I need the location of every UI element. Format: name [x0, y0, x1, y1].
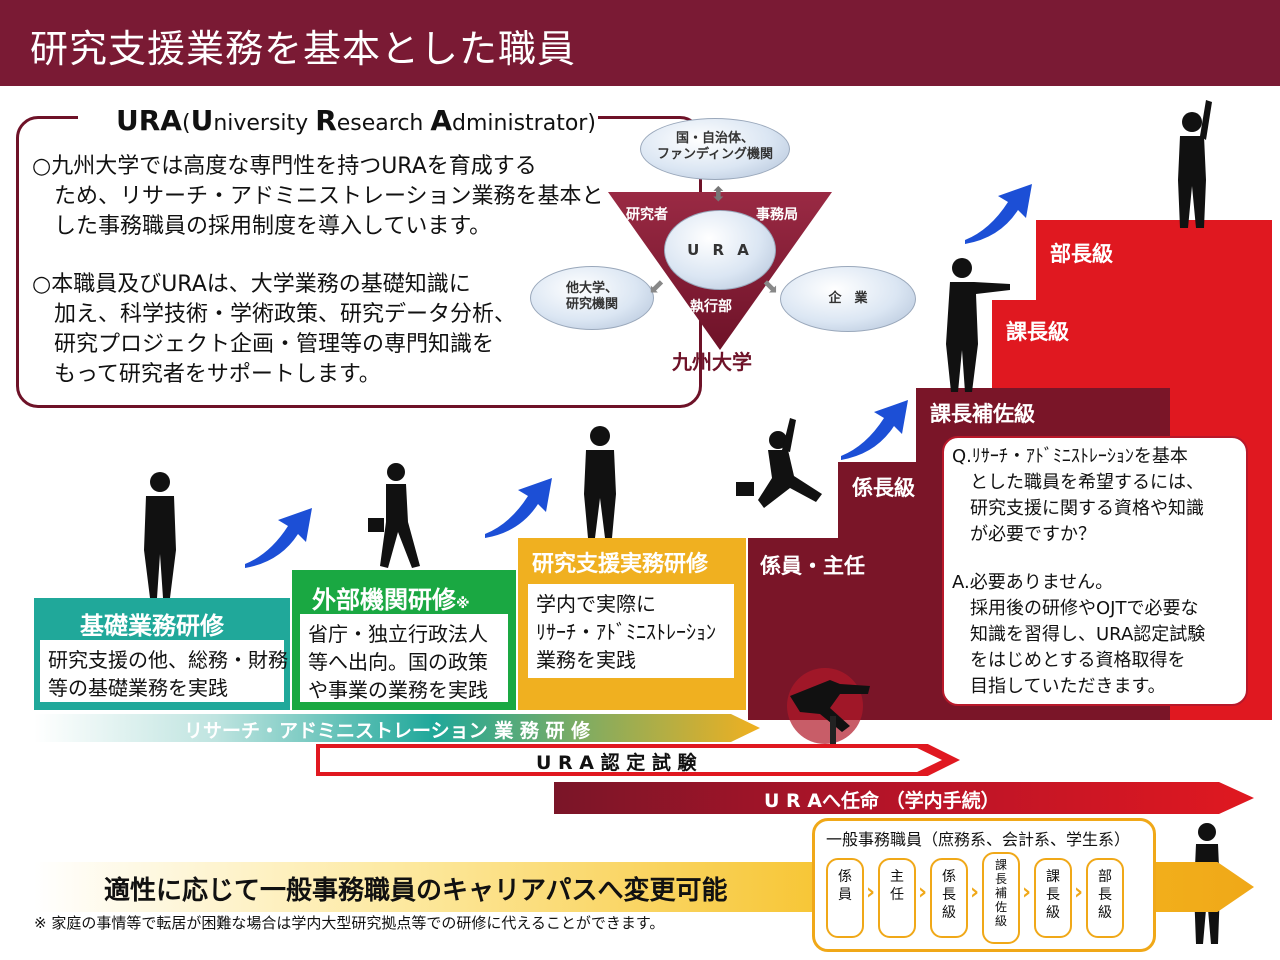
external-training-title: 外部機関研修※ [312, 586, 470, 614]
external-training-body: 省庁・独立行政法人 等へ出向。国の政策 や事業の業務を実践 [300, 614, 508, 702]
career-step-department-manager: 部長級 [1086, 858, 1124, 938]
office-label: 事務局 [756, 207, 798, 223]
researcher-label: 研究者 [626, 207, 668, 223]
footnote: ※ 家庭の事情等で転居が困難な場合は学内大型研究拠点等での研修に代えることができ… [34, 914, 665, 932]
university-label: 九州大学 [672, 350, 752, 374]
ura-paragraph-1: ○九州大学では高度な専門性を持つURAを育成する ため、リサーチ・アドミニストレ… [32, 154, 604, 239]
assistant-manager-label: 課長補佐級 [930, 402, 1035, 426]
phone-woman-silhouette [584, 426, 616, 538]
pointing-woman-silhouette [946, 258, 1010, 392]
arrow-left-icon: ⬋ [648, 274, 665, 298]
qa-answer: A.必要ありません。 採用後の研修やOJTで必要な 知識を習得し、URA認定試験… [952, 572, 1206, 697]
career-step-chief: 係長級 [930, 858, 968, 938]
basic-training-body: 研究支援の他、総務・財務 等の基礎業務を実践 [40, 640, 288, 702]
up-arrow-icon [841, 400, 908, 460]
woman-silhouette [144, 472, 176, 598]
celebrating-man-silhouette [1178, 100, 1212, 228]
government-funding-ellipse: 国・自治体、 ファンディング機関 [640, 118, 790, 180]
chevron-right-icon: › [866, 880, 876, 905]
qa-box [942, 436, 1248, 706]
section-manager-label: 課長級 [1006, 320, 1069, 344]
chief-block [838, 462, 942, 720]
ura-paragraph-2: ○本職員及びURAは、大学業務の基礎知識に 加え、科学技術・学術政策、研究データ… [32, 272, 517, 387]
executive-label: 執行部 [690, 299, 732, 315]
career-step-section-manager: 課長級 [1034, 858, 1072, 938]
chevron-right-icon: › [970, 880, 980, 905]
career-step-chief-staff: 主任 [878, 858, 916, 938]
chief-label: 係長級 [852, 476, 915, 500]
jumping-man-silhouette [736, 418, 822, 508]
walking-man-silhouette [368, 463, 420, 568]
ura-title: URA(University Research Administrator) [116, 104, 596, 137]
header-bar [0, 0, 1280, 86]
qa-question: Q.ﾘｻｰﾁ・ｱﾄﾞﾐﾆｽﾄﾚｰｼｮﾝを基本 とした職員を希望するには、 研究支… [952, 446, 1204, 545]
hurdle-jumper-icon [787, 668, 870, 744]
page-title: 研究支援業務を基本とした職員 [30, 27, 577, 71]
arrow-right-icon: ⬊ [762, 274, 779, 298]
practice-training-title: 研究支援実務研修 [532, 552, 709, 577]
training-bar-label: リサーチ・アドミニストレーション 業 務 研 修 [184, 720, 591, 742]
exam-bar-label: U R A 認 定 試 験 [536, 752, 697, 774]
training-bar [34, 714, 760, 742]
chevron-right-icon: › [1022, 880, 1032, 905]
appointment-bar [554, 782, 1254, 814]
up-arrow-icon [485, 478, 552, 538]
ura-center-ellipse: U R A [664, 210, 776, 290]
chevron-right-icon: › [1074, 880, 1084, 905]
general-career-title: 一般事務職員（庶務系、会計系、学生系） [826, 830, 1131, 849]
basic-training-title: 基礎業務研修 [80, 612, 224, 640]
companies-ellipse: 企 業 [780, 266, 916, 332]
other-universities-ellipse: 他大学、 研究機関 [530, 266, 654, 330]
department-manager-label: 部長級 [1050, 242, 1113, 266]
career-step-assistant-manager: 課長補佐級 [982, 852, 1020, 944]
appointment-bar-label: U R Aへ任命 （学内手続） [764, 790, 1000, 812]
career-change-text: 適性に応じて一般事務職員のキャリアパスへ変更可能 [104, 876, 728, 906]
up-arrow-icon [965, 184, 1032, 244]
career-step-staff: 係員 [826, 858, 864, 938]
arrow-up-down-icon: ⬍ [710, 182, 727, 206]
staff-label: 係員・主任 [760, 554, 865, 578]
up-arrow-icon [245, 508, 312, 568]
chevron-right-icon: › [918, 880, 928, 905]
practice-training-body: 学内で実際に ﾘｻｰﾁ・ｱﾄﾞﾐﾆｽﾄﾚｰｼｮﾝ 業務を実践 [528, 584, 734, 678]
